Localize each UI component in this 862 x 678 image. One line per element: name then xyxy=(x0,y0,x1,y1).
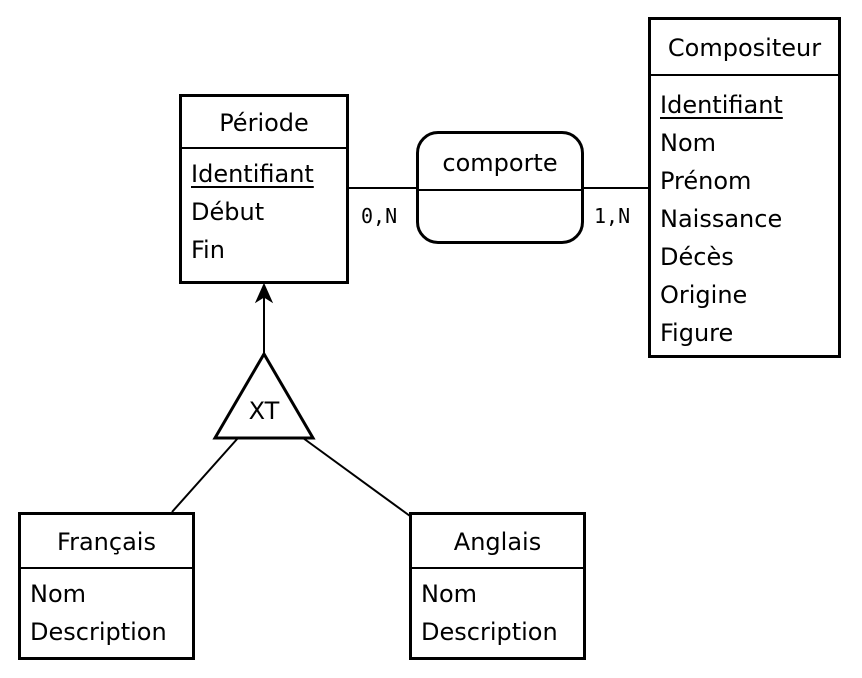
entity-francais-attributes: Nom Description xyxy=(21,569,192,651)
entity-compositeur: Compositeur Identifiant Nom Prénom Naiss… xyxy=(648,17,841,358)
attribute: Naissance xyxy=(660,205,783,233)
entity-anglais: Anglais Nom Description xyxy=(409,512,586,660)
entity-anglais-attributes: Nom Description xyxy=(412,569,583,651)
attribute: Description xyxy=(30,618,167,646)
inheritance-arrowhead xyxy=(254,282,274,304)
attribute: Nom xyxy=(421,580,478,608)
relationship-comporte: comporte xyxy=(416,131,584,244)
entity-anglais-title: Anglais xyxy=(412,515,583,569)
xt-triangle xyxy=(212,351,316,440)
inheritance-label: XT xyxy=(248,397,280,425)
entity-periode: Période Identifiant Début Fin xyxy=(179,94,349,284)
attribute: Description xyxy=(421,618,558,646)
relationship-label: comporte xyxy=(442,149,558,177)
attribute: Nom xyxy=(660,129,717,157)
attribute: Décès xyxy=(660,243,734,271)
attribute: Figure xyxy=(660,319,734,347)
xt-francais-line xyxy=(171,437,239,513)
relationship-divider xyxy=(419,189,581,191)
attribute: Origine xyxy=(660,281,748,309)
cardinality-left: 0,N xyxy=(361,204,398,228)
cardinality-right: 1,N xyxy=(594,204,631,228)
entity-periode-attributes: Identifiant Début Fin xyxy=(182,149,346,269)
entity-periode-title: Période xyxy=(182,97,346,149)
attribute: Prénom xyxy=(660,167,752,195)
primary-key-attribute: Identifiant xyxy=(660,91,783,119)
entity-compositeur-attributes: Identifiant Nom Prénom Naissance Décès O… xyxy=(651,76,838,352)
attribute: Nom xyxy=(30,580,87,608)
attribute: Début xyxy=(191,198,265,226)
primary-key-attribute: Identifiant xyxy=(191,160,314,188)
entity-compositeur-title: Compositeur xyxy=(651,20,838,76)
xt-anglais-line xyxy=(302,437,411,517)
entity-francais: Français Nom Description xyxy=(18,512,195,660)
attribute: Fin xyxy=(191,236,225,264)
entity-francais-title: Français xyxy=(21,515,192,569)
